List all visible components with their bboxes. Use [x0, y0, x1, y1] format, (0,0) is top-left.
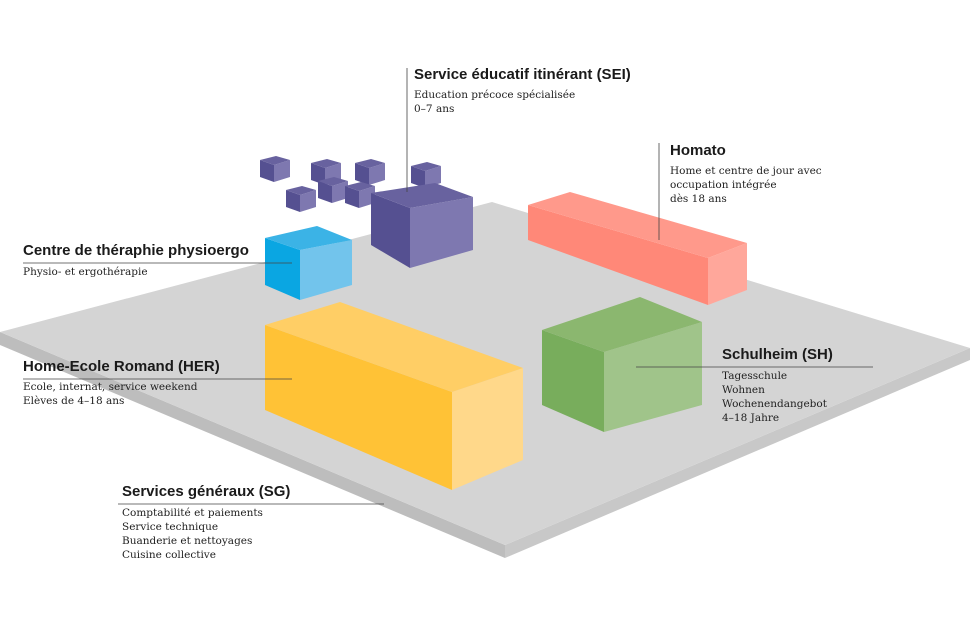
sh-desc-4: 4–18 Jahre	[722, 412, 780, 424]
leader-lines	[23, 68, 873, 505]
sh-desc-1: Tagesschule	[722, 370, 788, 382]
homato-desc-3: dès 18 ans	[670, 193, 727, 205]
small-cube	[411, 162, 441, 188]
her-title: Home-Ecole Romand (HER)	[23, 358, 220, 375]
physio-box	[265, 226, 352, 300]
sg-title: Services généraux (SG)	[122, 483, 291, 500]
small-cube	[355, 159, 385, 185]
sh-desc-3: Wochenendangebot	[722, 398, 827, 410]
homato-label: Homato Home et centre de jour avec occup…	[670, 142, 822, 206]
homato-desc-2: occupation intégrée	[670, 179, 777, 191]
physio-title: Centre de théraphie physioergo	[23, 242, 249, 259]
small-cube	[345, 182, 375, 208]
homato-desc-1: Home et centre de jour avec	[670, 165, 822, 177]
her-label: Home-Ecole Romand (HER) Ecole, internat,…	[23, 358, 220, 408]
physio-label: Centre de théraphie physioergo Physio- e…	[23, 242, 249, 279]
small-cube	[318, 177, 348, 203]
small-cube	[260, 156, 290, 182]
small-cube	[286, 186, 316, 212]
homato-box	[528, 192, 747, 305]
sei-desc-1: Education précoce spécialisée	[414, 89, 576, 101]
sh-desc-2: Wohnen	[722, 384, 765, 396]
sei-label: Service éducatif itinérant (SEI) Educati…	[414, 66, 631, 116]
sh-title: Schulheim (SH)	[722, 346, 833, 363]
sh-box	[542, 297, 702, 432]
her-desc-1: Ecole, internat, service weekend	[23, 381, 198, 393]
sei-title: Service éducatif itinérant (SEI)	[414, 66, 631, 83]
small-cubes-cluster	[260, 156, 441, 212]
sei-desc-2: 0–7 ans	[414, 103, 455, 115]
homato-title: Homato	[670, 142, 726, 159]
sg-desc-2: Service technique	[122, 521, 219, 533]
sg-desc-3: Buanderie et nettoyages	[122, 535, 253, 547]
physio-desc-1: Physio- et ergothérapie	[23, 266, 148, 278]
her-box	[265, 302, 523, 490]
sg-desc-4: Cuisine collective	[122, 549, 216, 561]
sei-box	[371, 183, 473, 268]
sg-desc-1: Comptabilité et paiements	[122, 507, 263, 519]
sh-label: Schulheim (SH) Tagesschule Wohnen Wochen…	[722, 346, 833, 425]
sg-label: Services généraux (SG) Comptabilité et p…	[122, 483, 290, 562]
her-desc-2: Elèves de 4–18 ans	[23, 395, 125, 407]
